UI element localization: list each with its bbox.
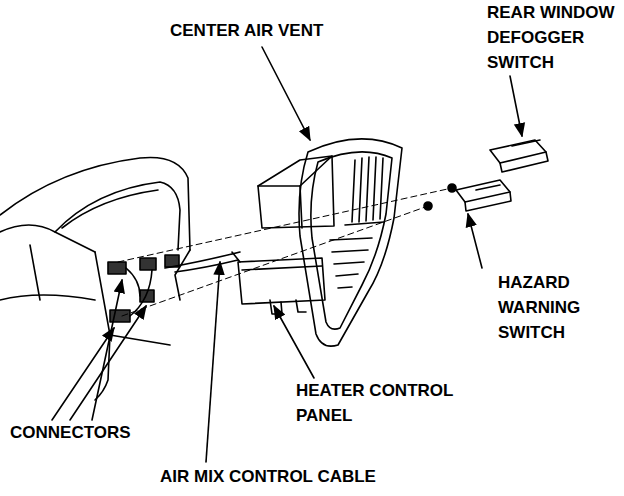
- part-label: AIR MIX CONTROL CABLE: [160, 464, 460, 489]
- part-label: CENTER AIR VENT: [170, 18, 370, 43]
- part-label: HEATER CONTROL PANEL: [296, 378, 481, 428]
- part-label: CONNECTORS: [10, 420, 170, 445]
- part-label: HAZARD WARNING SWITCH: [498, 270, 603, 345]
- part-label: REAR WINDOW DEFOGGER SWITCH: [487, 0, 619, 75]
